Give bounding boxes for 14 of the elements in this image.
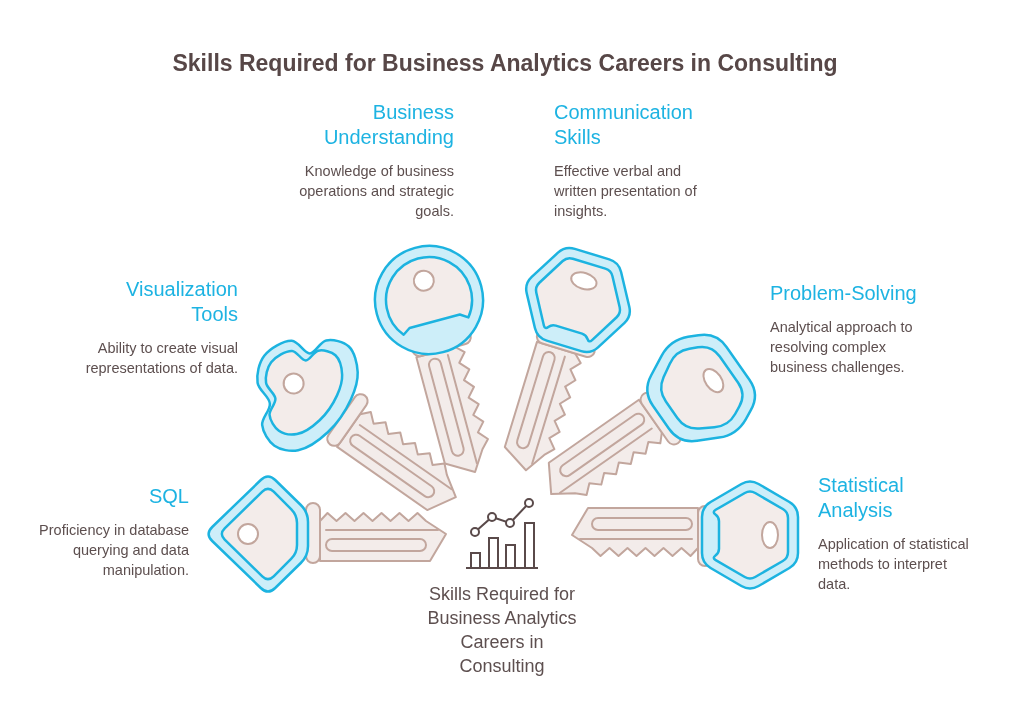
skill-heading: Visualization Tools — [125, 277, 238, 327]
hub-label: Skills Required for Business Analytics Careers in Consulting — [426, 583, 578, 678]
skill-heading: Statistical Analysis — [818, 473, 905, 523]
skill-description: Ability to create visual representations of data. — [84, 339, 238, 378]
diagram-title: Skills Required for Business Analytics Careers in Consulting — [172, 50, 838, 77]
skill-description: Proficiency in database querying and data manipulation. — [38, 521, 189, 580]
skill-description: Knowledge of business operations and strategic goals. — [298, 162, 454, 221]
skill-description: Analytical approach to resolving complex business challenges. — [770, 318, 914, 377]
skill-heading: Problem-Solving — [770, 281, 918, 306]
skill-heading: Communication Skills — [554, 100, 694, 150]
skill-description: Effective verbal and written presentation of insights. — [554, 162, 698, 221]
skill-heading: Business Understanding — [322, 100, 454, 150]
skill-heading: SQL — [147, 484, 189, 509]
skill-description: Application of statistical methods to interpret data. — [818, 535, 970, 594]
